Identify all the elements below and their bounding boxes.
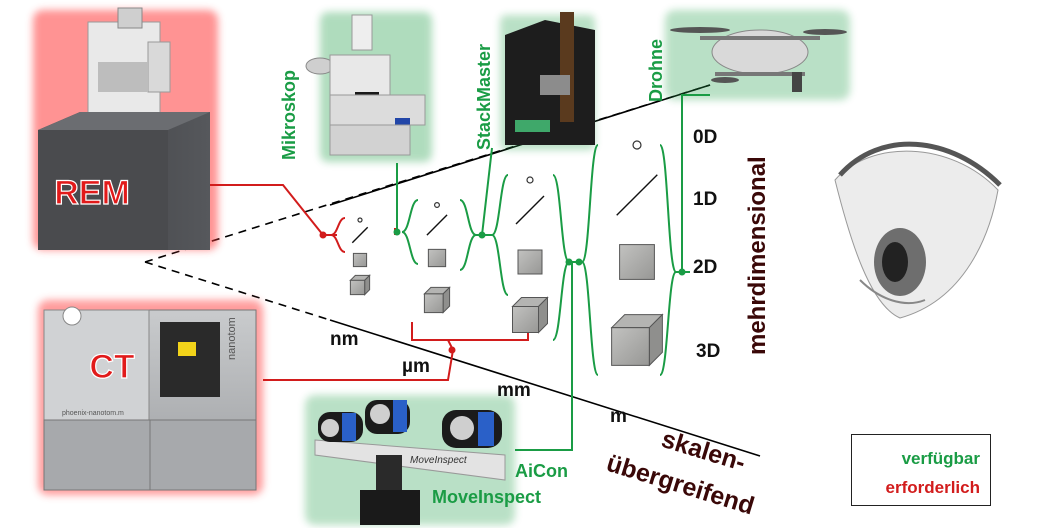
legend-required: erforderlich [885,478,980,497]
mm-square-glyph [517,249,543,275]
aicon-label: AiCon [515,461,568,481]
scale-um-label: µm [402,356,430,377]
um-bracket-right [459,199,477,271]
um-square-glyph [427,248,447,268]
rem-connector [210,184,337,236]
stackmaster-connector [476,147,493,236]
ct-instrument: nanotom phoenix-nanotom.m CT [38,300,263,495]
funnel-lines [144,84,761,457]
rem-label: REM [54,174,130,212]
m-square-glyph [619,244,655,280]
ct-connector [263,349,454,381]
moveinspect-label: MoveInspect [432,487,541,507]
mm-bracket-left [491,174,509,296]
stackmaster-node [478,231,486,239]
ct-node [448,346,456,354]
mehrdimensional-label: mehrdimensional [744,156,771,355]
um-cube-front [423,293,444,314]
ct-brand-label: nanotom [226,317,238,360]
scale-mm-label: mm [497,380,531,401]
m-bracket-right [659,144,677,376]
scale-m-label: m [610,406,627,427]
m-point-glyph [632,140,642,150]
dim-2d-label: 2D [693,257,717,278]
m-line-glyph [616,174,658,216]
ct-label: CT [89,348,135,386]
stackmaster-label: StackMaster [474,44,494,150]
mikroskop-node [393,228,401,236]
scale-columns [349,140,664,367]
nm-cube-front [349,279,366,296]
drohne-node [678,268,686,276]
mm-cube-front [512,306,539,333]
legend-available: verfügbar [901,449,980,468]
dim-1d-label: 1D [693,189,717,210]
um-mm-bracket [411,322,529,351]
drohne-label: Drohne [646,39,666,102]
um-point-glyph [434,202,440,208]
legend-box: verfügbar erforderlich [851,434,991,506]
moveinspect-connector [515,261,579,451]
drone-instrument [665,10,850,100]
m-bracket-left [581,144,599,376]
moveinspect-node-a [565,258,573,266]
nm-line-glyph [351,226,369,244]
dim-3d-label: 3D [696,341,720,362]
mikroskop-label: Mikroskop [279,70,299,160]
nm-point-glyph [357,217,363,223]
nm-square-glyph [352,252,368,268]
dim-0d-label: 0D [693,127,717,148]
funnel-lower-solid [329,319,761,457]
moveinspect-instrument: MoveInspect [305,395,515,525]
mm-point-glyph [526,176,534,184]
nm-bracket [330,217,346,253]
m-cube-front [611,327,650,366]
microscope-instrument [305,12,432,162]
rem-instrument: REM [33,7,218,250]
mm-bracket-right [552,174,570,341]
funnel-lower-dashed [144,261,331,321]
rem-node [319,231,327,239]
stackmaster-instrument [500,12,595,150]
eye-illustration [834,141,1002,319]
moveinspect-node-b [575,258,583,266]
scale-nm-label: nm [330,329,359,350]
um-bracket-left [401,199,419,265]
moveinspect-brand-label: MoveInspect [410,455,468,466]
mm-line-glyph [515,195,545,225]
ct-url-label: phoenix-nanotom.m [62,410,124,417]
um-line-glyph [426,214,448,236]
drohne-connector [681,94,710,272]
